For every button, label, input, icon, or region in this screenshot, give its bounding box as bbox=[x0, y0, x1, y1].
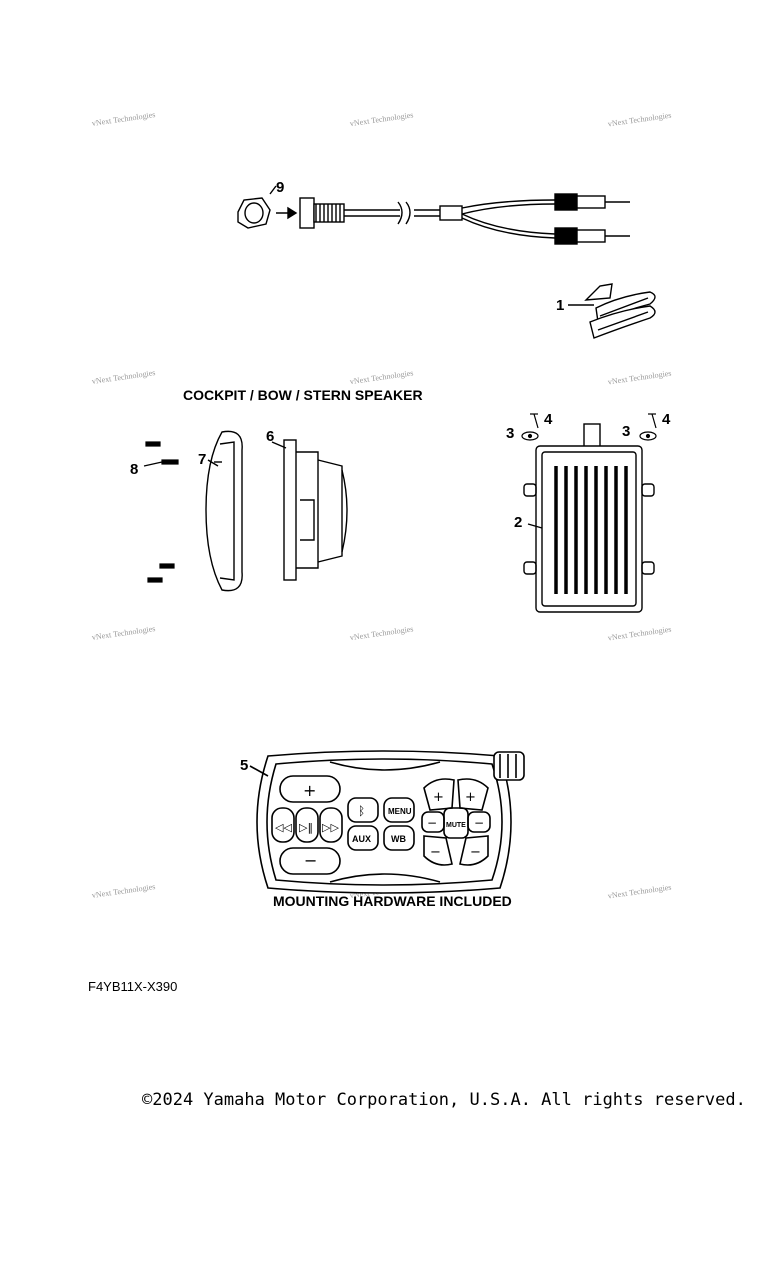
svg-text:+: + bbox=[433, 790, 444, 805]
menu-button[interactable] bbox=[383, 797, 415, 823]
mute-button[interactable] bbox=[443, 807, 469, 839]
part-6-speaker[interactable] bbox=[271, 439, 348, 581]
callout-2: 2 bbox=[514, 514, 522, 531]
part-9-aux-cable[interactable] bbox=[237, 185, 630, 245]
caption-speaker: COCKPIT / BOW / STERN SPEAKER bbox=[183, 387, 423, 403]
callout-4: 4 bbox=[544, 411, 553, 428]
part-3-washer-left[interactable] bbox=[521, 431, 539, 441]
volume-up-button[interactable] bbox=[279, 775, 341, 803]
next-track-button[interactable] bbox=[319, 807, 343, 843]
svg-text:▷▷: ▷▷ bbox=[322, 821, 339, 834]
part-3-washer-right[interactable] bbox=[639, 431, 657, 441]
part-4-screw-right[interactable] bbox=[648, 413, 657, 429]
caption-remote: MOUNTING HARDWARE INCLUDED bbox=[273, 893, 512, 909]
callout-3: 3 bbox=[622, 423, 630, 440]
copyright-notice: ©2024 Yamaha Motor Corporation, U.S.A. A… bbox=[142, 1090, 746, 1110]
svg-text:▷‖: ▷‖ bbox=[299, 821, 313, 834]
part-5-remote[interactable]: + ◁◁ ▷‖ ▷▷ − ᛒ MENU AUX WB + + − − MUTE … bbox=[249, 750, 525, 894]
wb-label: WB bbox=[391, 834, 406, 844]
part-8-screws[interactable] bbox=[143, 441, 179, 583]
aux-label: AUX bbox=[352, 834, 371, 844]
callout-9: 9 bbox=[276, 179, 284, 196]
aux-button[interactable] bbox=[347, 825, 379, 851]
svg-text:−: − bbox=[474, 816, 484, 830]
watermark: vNext Technologies bbox=[91, 882, 156, 900]
play-pause-button[interactable] bbox=[295, 807, 319, 843]
callout-4: 4 bbox=[662, 411, 671, 428]
bluetooth-button[interactable] bbox=[347, 797, 379, 823]
watermark: vNext Technologies bbox=[349, 624, 414, 642]
callout-3: 3 bbox=[506, 425, 514, 442]
right-up-left-button[interactable] bbox=[423, 778, 455, 811]
svg-text:−: − bbox=[430, 845, 441, 860]
watermark: vNext Technologies bbox=[607, 625, 672, 643]
callout-1: 1 bbox=[556, 297, 564, 314]
svg-text:+: + bbox=[303, 781, 316, 800]
part-1-harness[interactable] bbox=[568, 283, 656, 339]
menu-label: MENU bbox=[388, 807, 412, 816]
watermark: vNext Technologies bbox=[607, 883, 672, 901]
watermark: vNext Technologies bbox=[91, 110, 156, 128]
part-7-speaker-grille[interactable] bbox=[205, 430, 243, 592]
mute-label: MUTE bbox=[446, 822, 466, 829]
watermark: vNext Technologies bbox=[607, 111, 672, 129]
part-2-amplifier[interactable] bbox=[523, 423, 655, 613]
wb-button[interactable] bbox=[383, 825, 415, 851]
callout-8: 8 bbox=[130, 461, 138, 478]
svg-text:−: − bbox=[427, 816, 437, 830]
svg-text:−: − bbox=[304, 851, 317, 870]
previous-track-button[interactable] bbox=[271, 807, 295, 843]
right-down-left-button[interactable] bbox=[423, 835, 453, 866]
reference-code: F4YB11X-X390 bbox=[88, 979, 178, 994]
svg-text:+: + bbox=[465, 790, 476, 805]
watermark: vNext Technologies bbox=[91, 368, 156, 386]
right-down-right-button[interactable] bbox=[459, 835, 489, 866]
callout-7: 7 bbox=[198, 451, 206, 468]
watermark: vNext Technologies bbox=[607, 369, 672, 387]
callout-5: 5 bbox=[240, 757, 248, 774]
right-up-right-button[interactable] bbox=[457, 778, 489, 811]
volume-down-button[interactable] bbox=[279, 847, 341, 875]
svg-text:ᛒ: ᛒ bbox=[358, 804, 365, 818]
watermark: vNext Technologies bbox=[91, 624, 156, 642]
callout-6: 6 bbox=[266, 428, 274, 445]
part-4-screw-left[interactable] bbox=[530, 413, 539, 429]
watermark: vNext Technologies bbox=[349, 110, 414, 128]
svg-text:−: − bbox=[470, 845, 481, 860]
watermark: vNext Technologies bbox=[349, 368, 414, 386]
svg-text:◁◁: ◁◁ bbox=[275, 821, 292, 834]
